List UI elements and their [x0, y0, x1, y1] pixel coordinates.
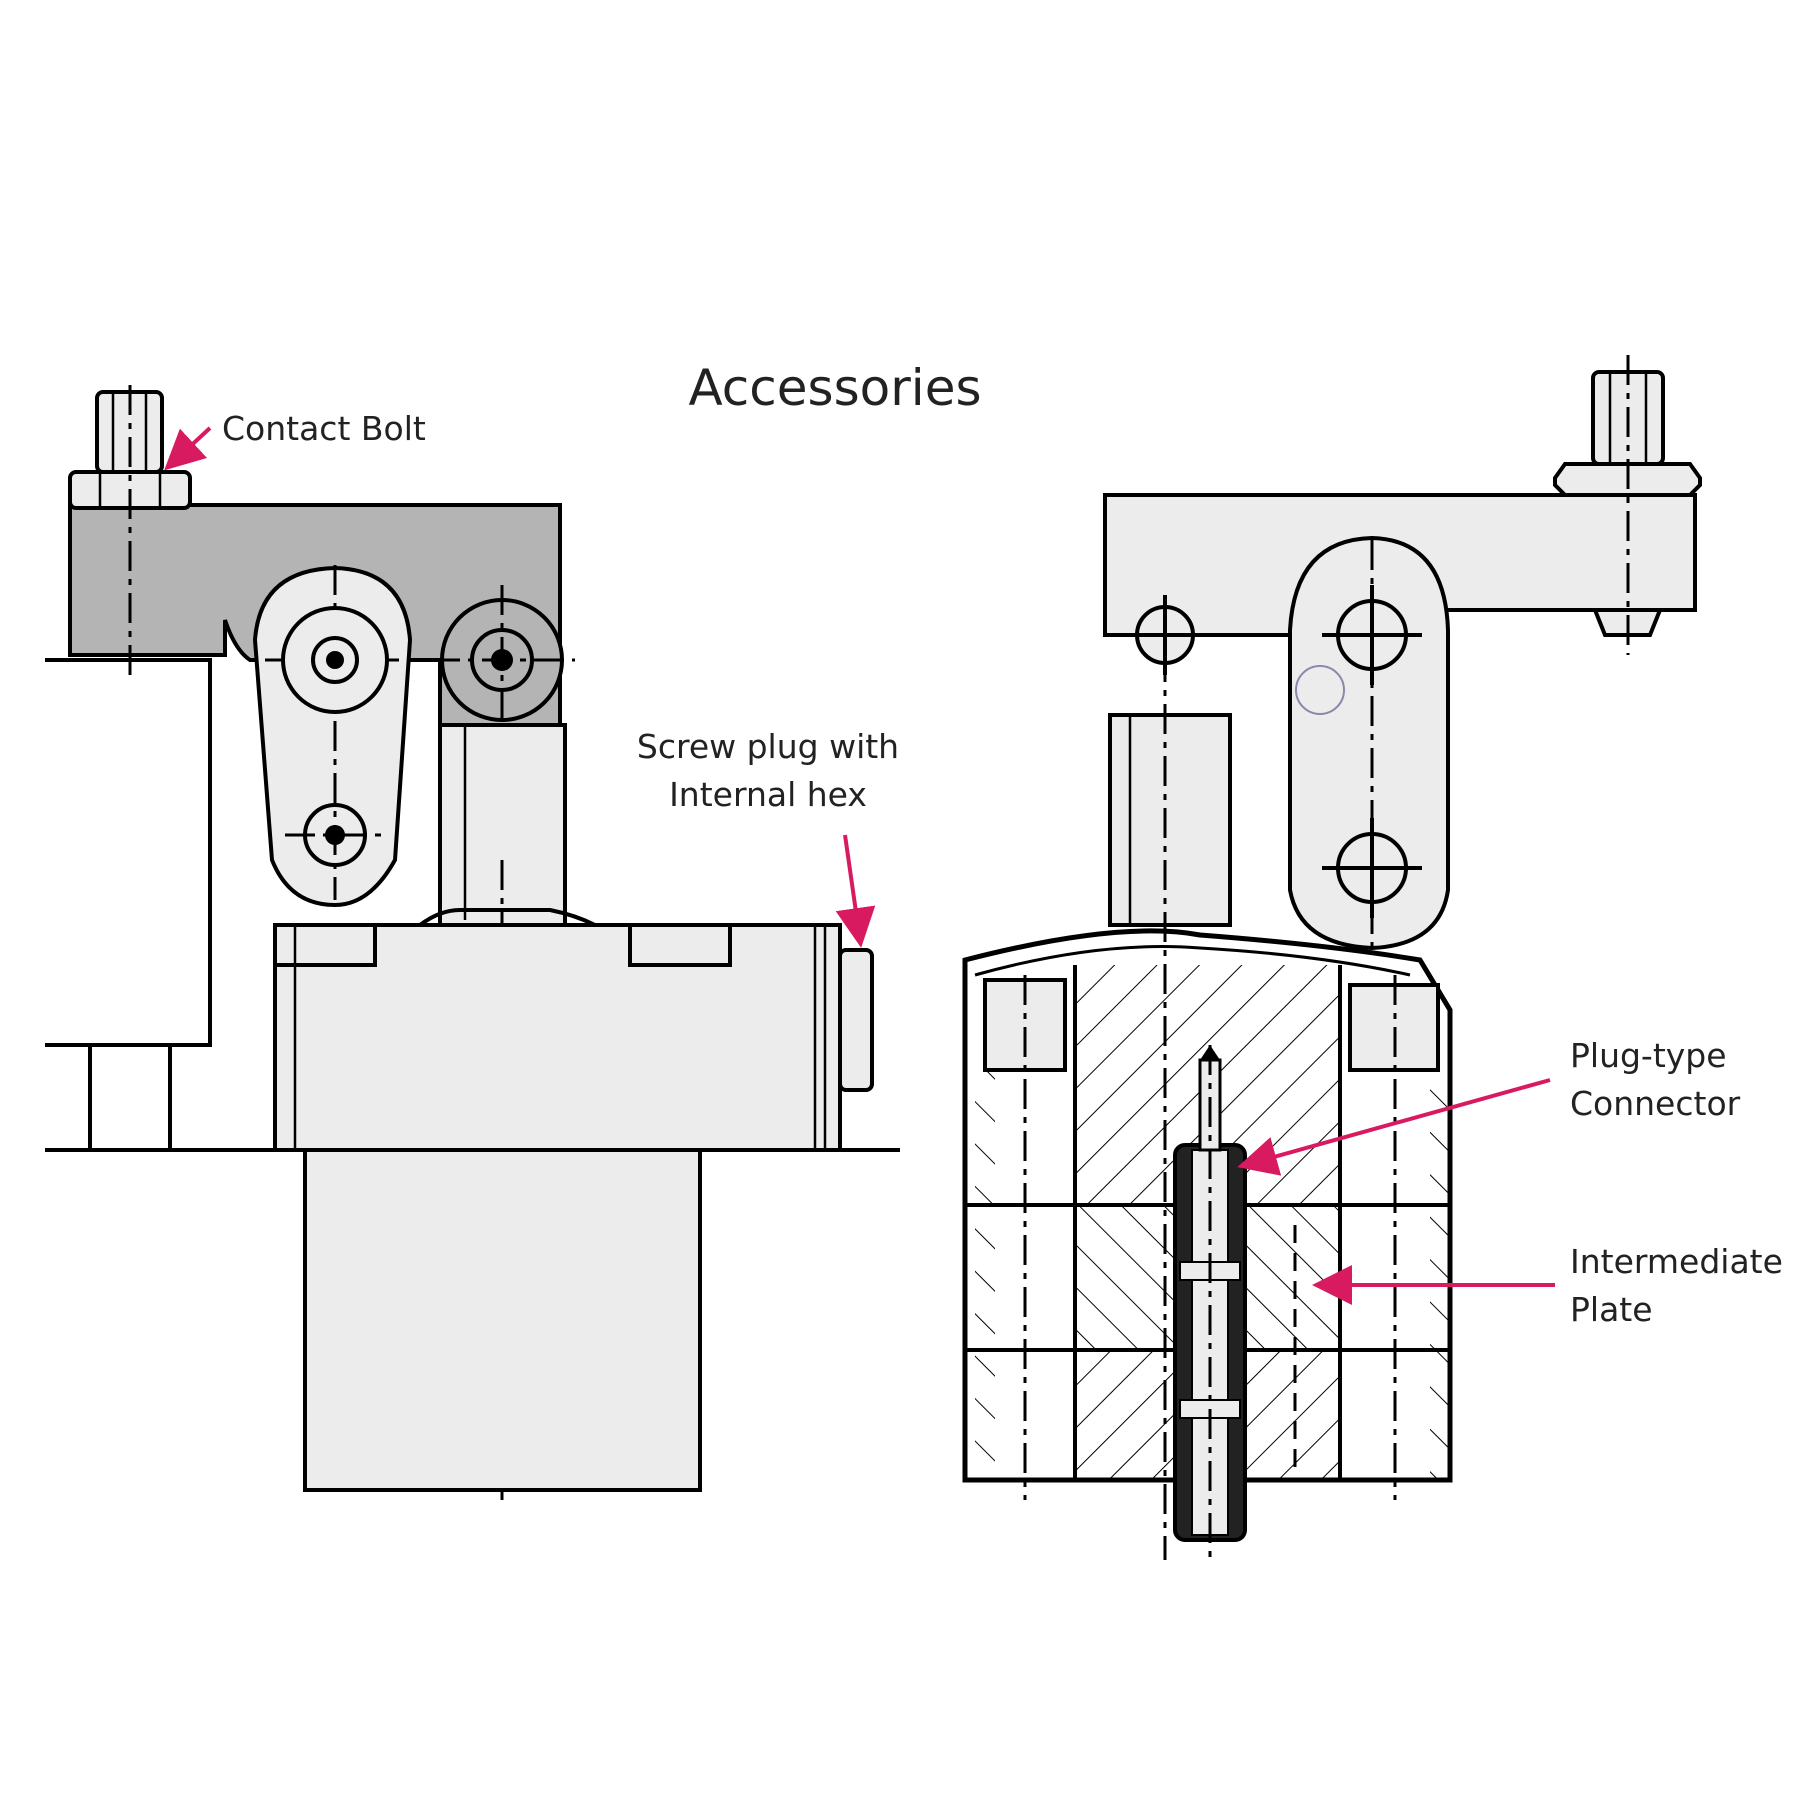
label-intermediate-line2: Plate	[1570, 1290, 1653, 1329]
right-pivot-2	[1322, 585, 1422, 685]
right-clamp-drawing	[962, 355, 1702, 1560]
label-screw-plug-line1: Screw plug with	[637, 727, 899, 766]
right-contact-bolt	[1553, 355, 1702, 655]
left-clamp-drawing	[45, 385, 900, 1500]
cursor-circle	[1295, 665, 1345, 715]
label-contact-bolt: Contact Bolt	[222, 409, 426, 448]
label-screw-plug-line2: Internal hex	[669, 775, 867, 814]
callout-plug-connector: Plug-type Connector	[1237, 1036, 1741, 1176]
callout-intermediate-plate: Intermediate Plate	[1312, 1242, 1783, 1329]
label-intermediate-line1: Intermediate	[1570, 1242, 1783, 1281]
callout-screw-plug: Screw plug with Internal hex	[637, 727, 899, 948]
callout-contact-bolt: Contact Bolt	[164, 409, 426, 471]
contact-bolt	[68, 385, 192, 680]
pivot-pin-1	[281, 606, 389, 714]
label-plug-connector-line2: Connector	[1570, 1084, 1741, 1123]
diagram-title: Accessories	[688, 359, 981, 417]
left-cylinder	[303, 1148, 702, 1492]
right-pivot-3	[1322, 818, 1422, 918]
label-plug-connector-line1: Plug-type	[1570, 1036, 1727, 1075]
pivot-pin-3	[285, 803, 385, 867]
left-clamp-body	[273, 908, 842, 1152]
right-piston-rod	[1108, 600, 1232, 1560]
pivot-pin-2	[430, 585, 575, 740]
screw-plug	[838, 948, 874, 1092]
plug-type-connector	[1173, 1045, 1247, 1560]
